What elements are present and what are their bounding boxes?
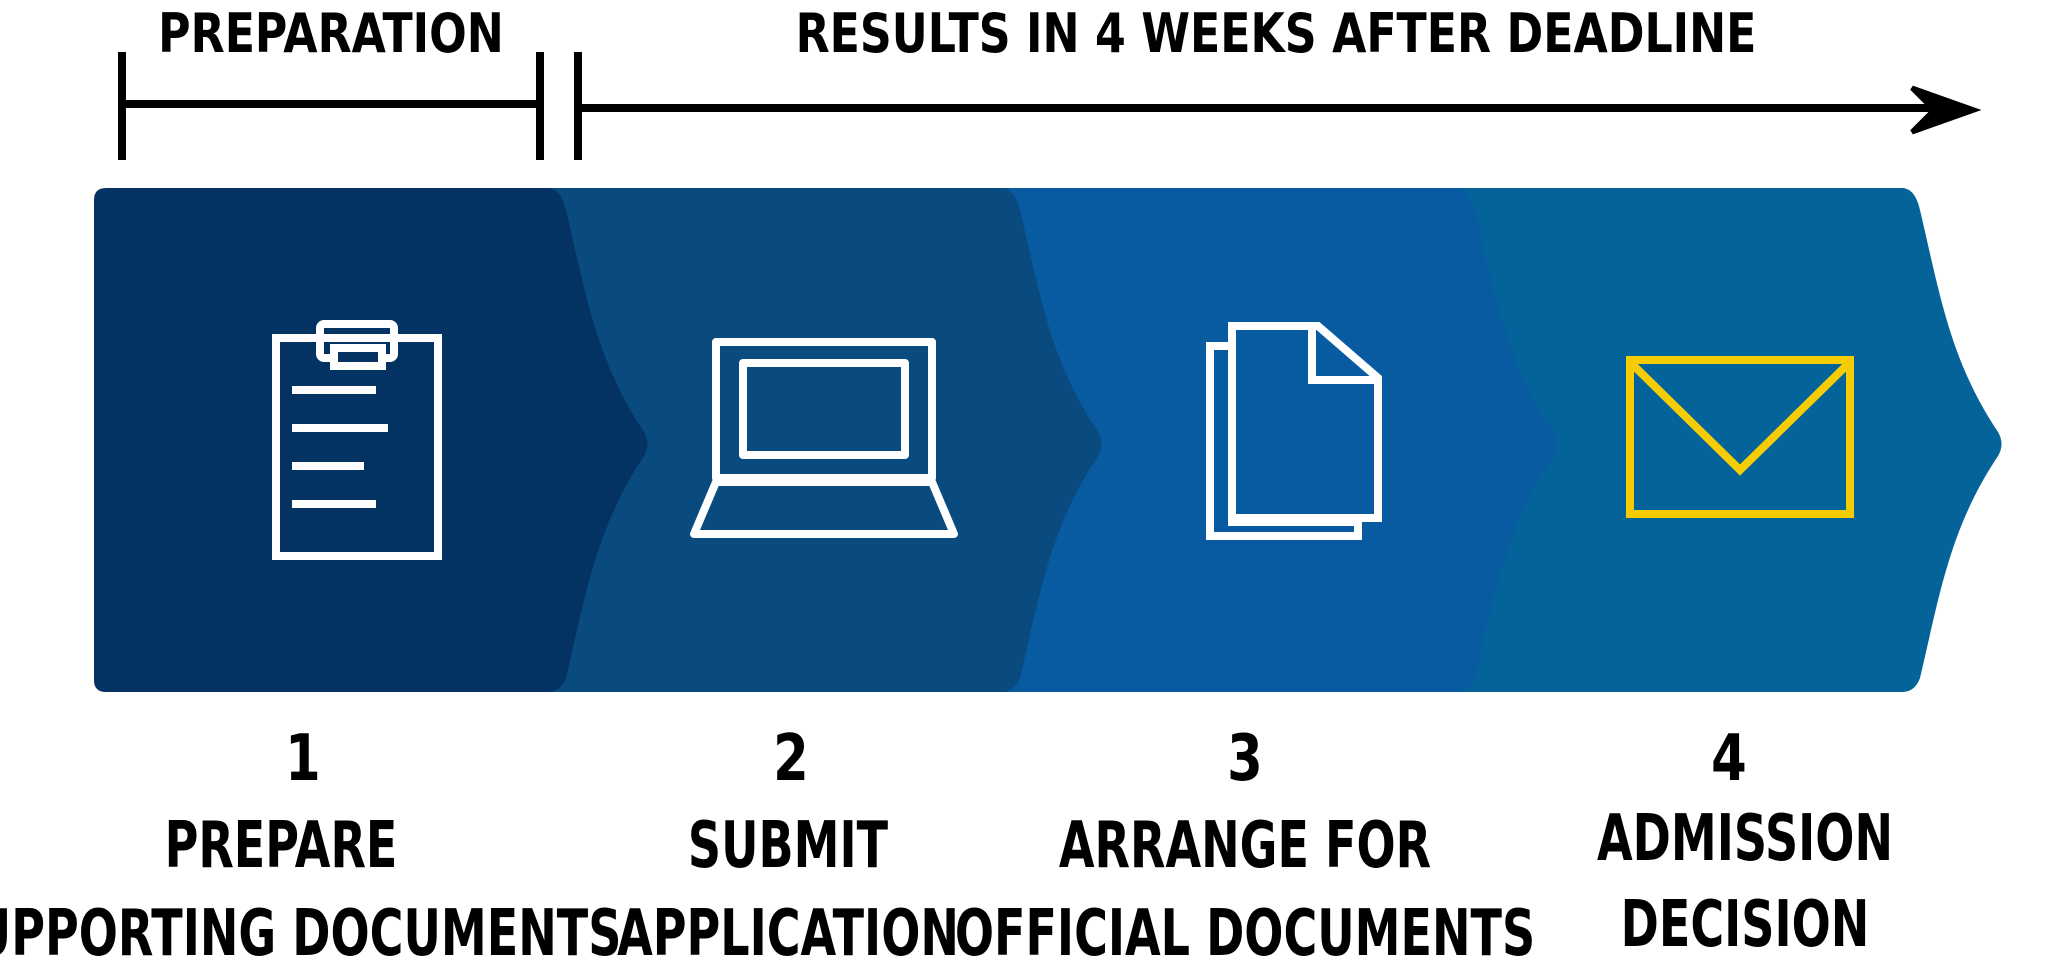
step-1-line2: SUPPORTING DOCUMENTS xyxy=(0,896,621,961)
laptop-icon xyxy=(690,338,958,538)
step-1-line1: PREPARE xyxy=(165,808,398,883)
preparation-label: PREPARATION xyxy=(158,2,504,65)
step-2-caption: 2 SUBMIT APPLICATION xyxy=(617,720,959,961)
step-1-band xyxy=(94,188,652,692)
step-3-caption: 3 ARRANGE FOR OFFICIAL DOCUMENTS xyxy=(955,720,1535,961)
step-4-number: 4 xyxy=(1711,720,1747,795)
step-3-line1: ARRANGE FOR xyxy=(1059,808,1431,883)
results-arrow xyxy=(574,52,1982,160)
process-bands xyxy=(94,188,2002,692)
step-2-number: 2 xyxy=(773,720,809,795)
step-3-number: 3 xyxy=(1227,720,1263,795)
step-3-line2: OFFICIAL DOCUMENTS xyxy=(955,896,1535,961)
step-4-caption: 4 ADMISSION DECISION xyxy=(1597,720,1893,961)
step-1-caption: 1 PREPARE SUPPORTING DOCUMENTS xyxy=(0,720,621,961)
step-2-line1: SUBMIT xyxy=(688,808,888,883)
step-1-number: 1 xyxy=(285,720,321,795)
step-4-line1: ADMISSION xyxy=(1597,801,1893,876)
preparation-bracket xyxy=(118,52,544,160)
step-2-band xyxy=(548,188,1105,692)
envelope-icon xyxy=(1626,356,1854,518)
results-label: RESULTS IN 4 WEEKS AFTER DEADLINE xyxy=(796,2,1757,65)
documents-icon xyxy=(1206,322,1382,540)
timeline: PREPARATION RESULTS IN 4 WEEKS AFTER DEA… xyxy=(118,2,1982,160)
step-2-line2: APPLICATION xyxy=(617,896,959,961)
clipboard-icon xyxy=(272,320,442,560)
step-4-line2: DECISION xyxy=(1621,887,1870,961)
step-4-band xyxy=(1457,188,2002,692)
